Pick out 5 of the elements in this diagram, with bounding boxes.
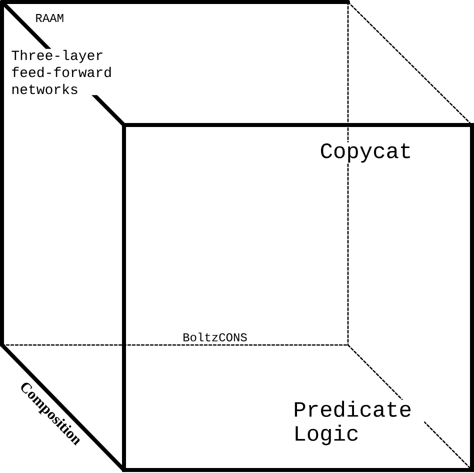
corner-label: RAAM [34, 13, 65, 23]
corner-label: Three-layer feed-forward networks [10, 48, 122, 96]
corner-label: BoltzCONS [182, 332, 248, 342]
corner-label: Copycat [318, 142, 414, 164]
corner-label: Predicate Logic [292, 400, 424, 446]
